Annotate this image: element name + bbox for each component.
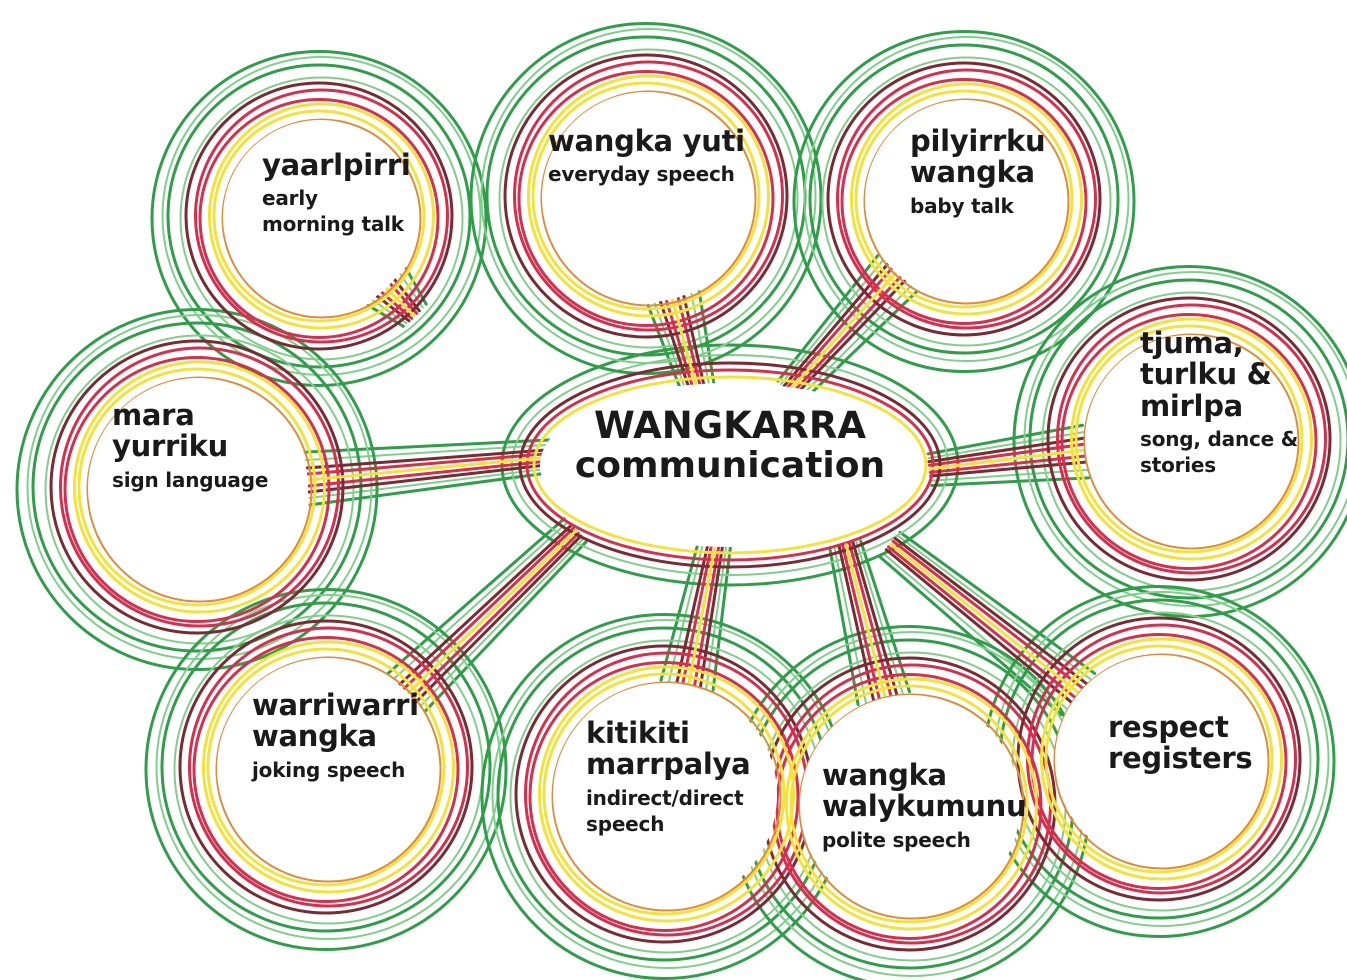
center-ellipse [540, 383, 920, 547]
node-title-line: pilyirrku [910, 124, 1046, 158]
node-circle-mara-yurriku [88, 378, 308, 598]
node-circle-tjuma [1085, 335, 1295, 545]
node-title-line: wangka [822, 758, 947, 792]
node-title-line: warriwarri [252, 688, 419, 722]
node-subtitle-line: early [262, 186, 318, 211]
node-title-line: registers [1108, 741, 1253, 776]
node-circle-respect-registers [1055, 655, 1265, 865]
node-label-wangka-yuti: wangka yuti everyday speech [548, 124, 745, 187]
node-title-line: wangka [910, 155, 1035, 190]
node-title-line: tjuma, [1140, 326, 1244, 360]
node-title-line: walykumunu [822, 789, 1027, 824]
node-title-line: wangka yuti [548, 124, 745, 158]
node-subtitle-line: stories [1140, 452, 1216, 477]
center-subtitle: communication [574, 445, 886, 487]
node-subtitle-line: song, dance & [1140, 426, 1299, 451]
node-subtitle-line: everyday speech [548, 162, 735, 187]
node-circle-warriwarri-wangka [217, 658, 437, 878]
node-circle-wangka-walykumunu [800, 695, 1020, 915]
node-title-line: kitikiti [586, 716, 690, 750]
center-label: WANGKARRA communication [540, 405, 920, 487]
node-title-line: wangka [252, 719, 377, 754]
node-subtitle-line: joking speech [252, 757, 406, 782]
center-title: WANGKARRA [593, 404, 867, 447]
node-circle-wangka-yuti [542, 92, 752, 302]
node-subtitle-line: speech [586, 811, 665, 836]
node-title-line: turlku & [1140, 357, 1272, 392]
node-subtitle-line: morning talk [262, 212, 404, 237]
node-subtitle-line: indirect/direct [586, 785, 744, 810]
node-circle-yaarlpirri [223, 120, 417, 314]
node-title-line: yurriku [112, 429, 228, 464]
node-title-line: respect [1108, 710, 1229, 744]
node-subtitle-line: sign language [112, 467, 269, 492]
node-label-tjuma: tjuma,turlku &mirlpa song, dance &stories [1140, 326, 1299, 478]
node-circle-pilyirrku-wangka [865, 100, 1065, 300]
node-subtitle-line: polite speech [822, 827, 971, 852]
node-title-line: mara [112, 398, 195, 432]
node-subtitle-line: baby talk [910, 193, 1014, 218]
node-title-line: marrpalya [586, 747, 751, 782]
node-title-line: mirlpa [1140, 388, 1243, 423]
node-circle-kitikiti-marrpalya [553, 683, 777, 907]
node-title-line: yaarlpirri [262, 148, 411, 182]
